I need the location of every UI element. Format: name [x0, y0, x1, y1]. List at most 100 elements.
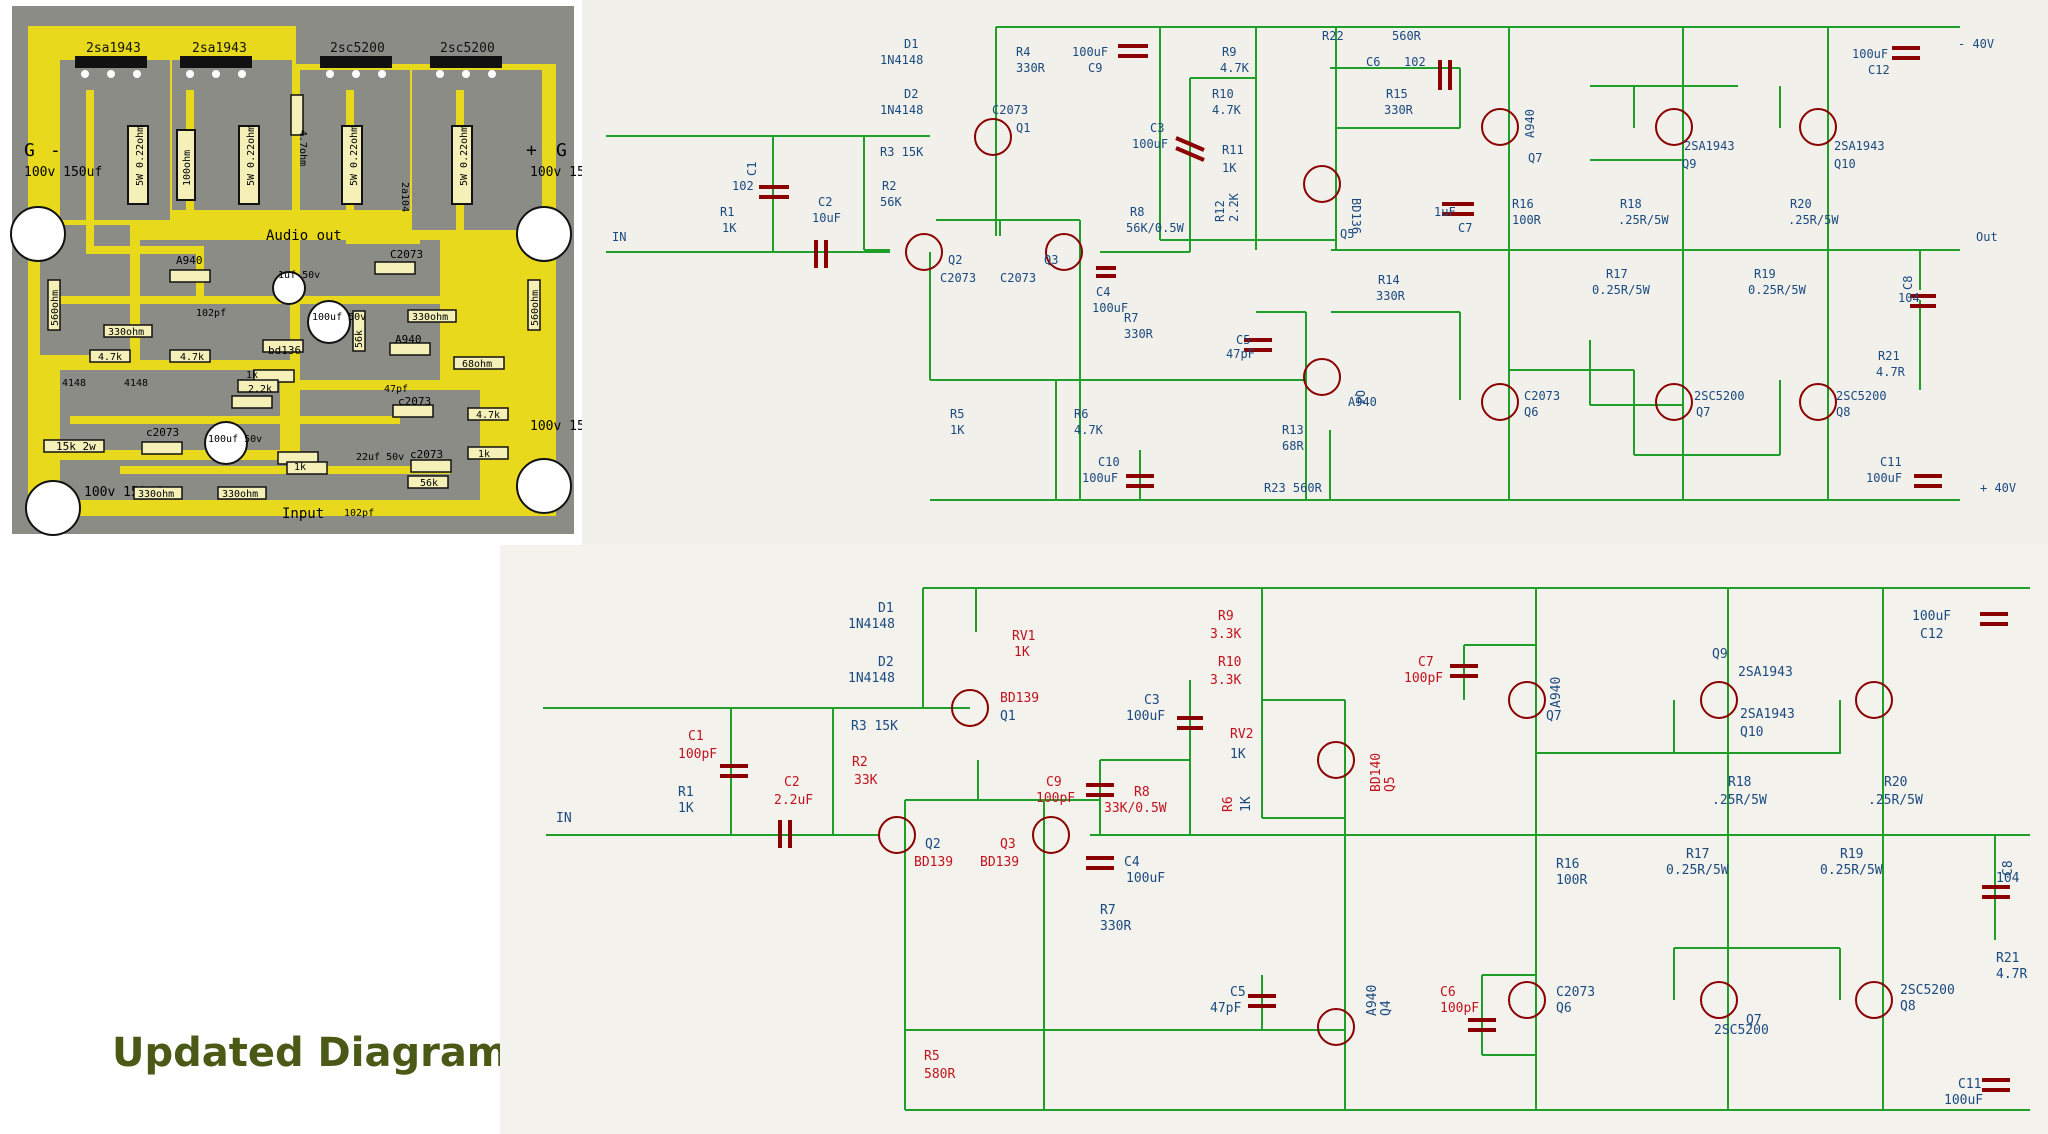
old-labels-29: 100uF: [1132, 137, 1168, 151]
old-labels-44: 1K: [722, 221, 737, 235]
new-labels-35: C2: [784, 775, 800, 790]
new-labels-68: C6: [1440, 985, 1456, 1000]
old-labels-4: R4: [1016, 45, 1030, 59]
pcb-r47k2: 4.7k: [180, 352, 204, 363]
old-labels-25: 56K: [880, 195, 902, 209]
old-labels-21: C1: [745, 162, 759, 176]
new-labels-40: C9: [1046, 775, 1062, 790]
old-labels-68: C8: [1901, 276, 1915, 290]
new-labels-13: 100pF: [1404, 671, 1443, 686]
old-labels-82: R6: [1074, 407, 1088, 421]
old-labels-55: 1uF: [1434, 205, 1456, 219]
pcb-cap100uf2: 100uf 50v: [208, 434, 262, 445]
old-labels-95: 100uF: [1866, 471, 1902, 485]
old-labels-49: Q3: [1044, 253, 1058, 267]
old-labels-6: 100uF: [1072, 45, 1108, 59]
old-labels-27: C2073: [992, 103, 1028, 117]
new-labels-24: R3 15K: [851, 719, 898, 734]
old-labels-72: R7: [1124, 311, 1138, 325]
old-labels-84: C2073: [1524, 389, 1560, 403]
pcb-res-4: 5W 0.22ohm: [349, 126, 360, 186]
old-labels-86: 2SC5200: [1694, 389, 1745, 403]
old-labels-66: R19: [1754, 267, 1776, 281]
new-labels-15: Q7: [1546, 709, 1562, 724]
old-labels-12: C6: [1366, 55, 1380, 69]
old-labels-56: C7: [1458, 221, 1472, 235]
old-labels-15: 4.7K: [1212, 103, 1242, 117]
old-labels-94: C11: [1880, 455, 1902, 469]
new-labels-63: 104: [1996, 871, 2020, 886]
old-labels-90: R13: [1282, 423, 1304, 437]
new-labels-14: A940: [1549, 677, 1564, 708]
old-labels-76: Q4: [1353, 390, 1367, 404]
new-labels-80: C11: [1958, 1077, 1981, 1092]
old-labels-3: 1N4148: [880, 103, 923, 117]
pcb-r56k2: 56k: [354, 330, 365, 348]
pcb-c102: 102pf: [196, 308, 226, 319]
new-labels-70: A940: [1365, 985, 1380, 1016]
new-labels-37: IN: [556, 811, 572, 826]
pcb-r330a: 330ohm: [108, 327, 144, 338]
pcb-r330d: 330ohm: [222, 489, 258, 500]
pcb-cap-tl: 100v 150uf: [24, 165, 102, 180]
old-labels-93: 100uF: [1082, 471, 1118, 485]
old-labels-52: 56K/0.5W: [1126, 221, 1185, 235]
new-labels-22: C1: [688, 729, 704, 744]
pcb-r22k: 2.2k: [248, 384, 272, 395]
old-labels-87: Q7: [1696, 405, 1710, 419]
old-labels-81: 1K: [950, 423, 965, 437]
old-labels-63: Out: [1976, 230, 1998, 244]
new-labels-42: R8: [1134, 785, 1150, 800]
old-labels-46: 10uF: [812, 211, 841, 225]
old-labels-47: Q2: [948, 253, 962, 267]
old-labels-9: 4.7K: [1220, 61, 1250, 75]
new-labels-51: 330R: [1100, 919, 1131, 934]
new-labels-71: Q4: [1379, 1000, 1394, 1016]
updated-schematic-labels: D11N4148D21N4148RV11KBD139Q1R93.3KR103.3…: [556, 601, 2027, 1108]
old-labels-54: 100uF: [1092, 301, 1128, 315]
old-labels-59: R18: [1620, 197, 1642, 211]
old-labels-73: 330R: [1124, 327, 1154, 341]
pcb-r1k: 1k: [246, 370, 258, 381]
old-labels-7: C9: [1088, 61, 1102, 75]
old-labels-45: C2: [818, 195, 832, 209]
pcb-res-1: 5W 0.22ohm: [135, 126, 146, 186]
pcb-plus: +: [526, 140, 537, 161]
new-labels-44: Q2: [925, 837, 941, 852]
old-labels-36: A940: [1523, 109, 1537, 138]
pcb-c22: 22uf 50v: [356, 452, 404, 463]
old-labels-18: 100uF: [1852, 47, 1888, 61]
new-labels-6: BD139: [1000, 691, 1039, 706]
new-labels-26: 33K: [854, 773, 878, 788]
pcb-r68: 68ohm: [462, 359, 492, 370]
old-labels-89: Q8: [1836, 405, 1850, 419]
updated-schematic-drawing: D11N4148D21N4148RV11KBD139Q1R93.3KR103.3…: [543, 587, 2030, 1111]
old-labels-77: A940: [1348, 395, 1377, 409]
old-labels-16: R15: [1386, 87, 1408, 101]
pcb-audio-out: Audio out: [266, 228, 342, 244]
old-labels-69: 104: [1898, 291, 1920, 305]
pcb-g-left: G: [24, 140, 35, 161]
old-labels-41: Q10: [1834, 157, 1856, 171]
new-labels-46: Q3: [1000, 837, 1016, 852]
old-labels-32: R12: [1213, 200, 1227, 222]
new-labels-27: C3: [1144, 693, 1160, 708]
pcb-r56k: 56k: [420, 478, 438, 489]
new-labels-25: R2: [852, 755, 868, 770]
old-labels-26: Q1: [1016, 121, 1030, 135]
new-labels-12: C7: [1418, 655, 1434, 670]
pcb-cap100uf: 100uf 50v: [312, 312, 366, 323]
old-labels-13: 102: [1404, 55, 1426, 69]
old-labels-71: 330R: [1376, 289, 1406, 303]
pcb-r330b: 330ohm: [412, 312, 448, 323]
new-labels-30: 1K: [1230, 747, 1246, 762]
old-labels-5: 330R: [1016, 61, 1046, 75]
old-labels-64: R17: [1606, 267, 1628, 281]
pcb-label-q2: 2sa1943: [192, 41, 247, 56]
new-labels-79: 580R: [924, 1067, 955, 1082]
old-labels-91: 68R: [1282, 439, 1304, 453]
old-labels-74: C5: [1236, 333, 1250, 347]
old-labels-57: R16: [1512, 197, 1534, 211]
old-labels-79: 4.7R: [1876, 365, 1906, 379]
